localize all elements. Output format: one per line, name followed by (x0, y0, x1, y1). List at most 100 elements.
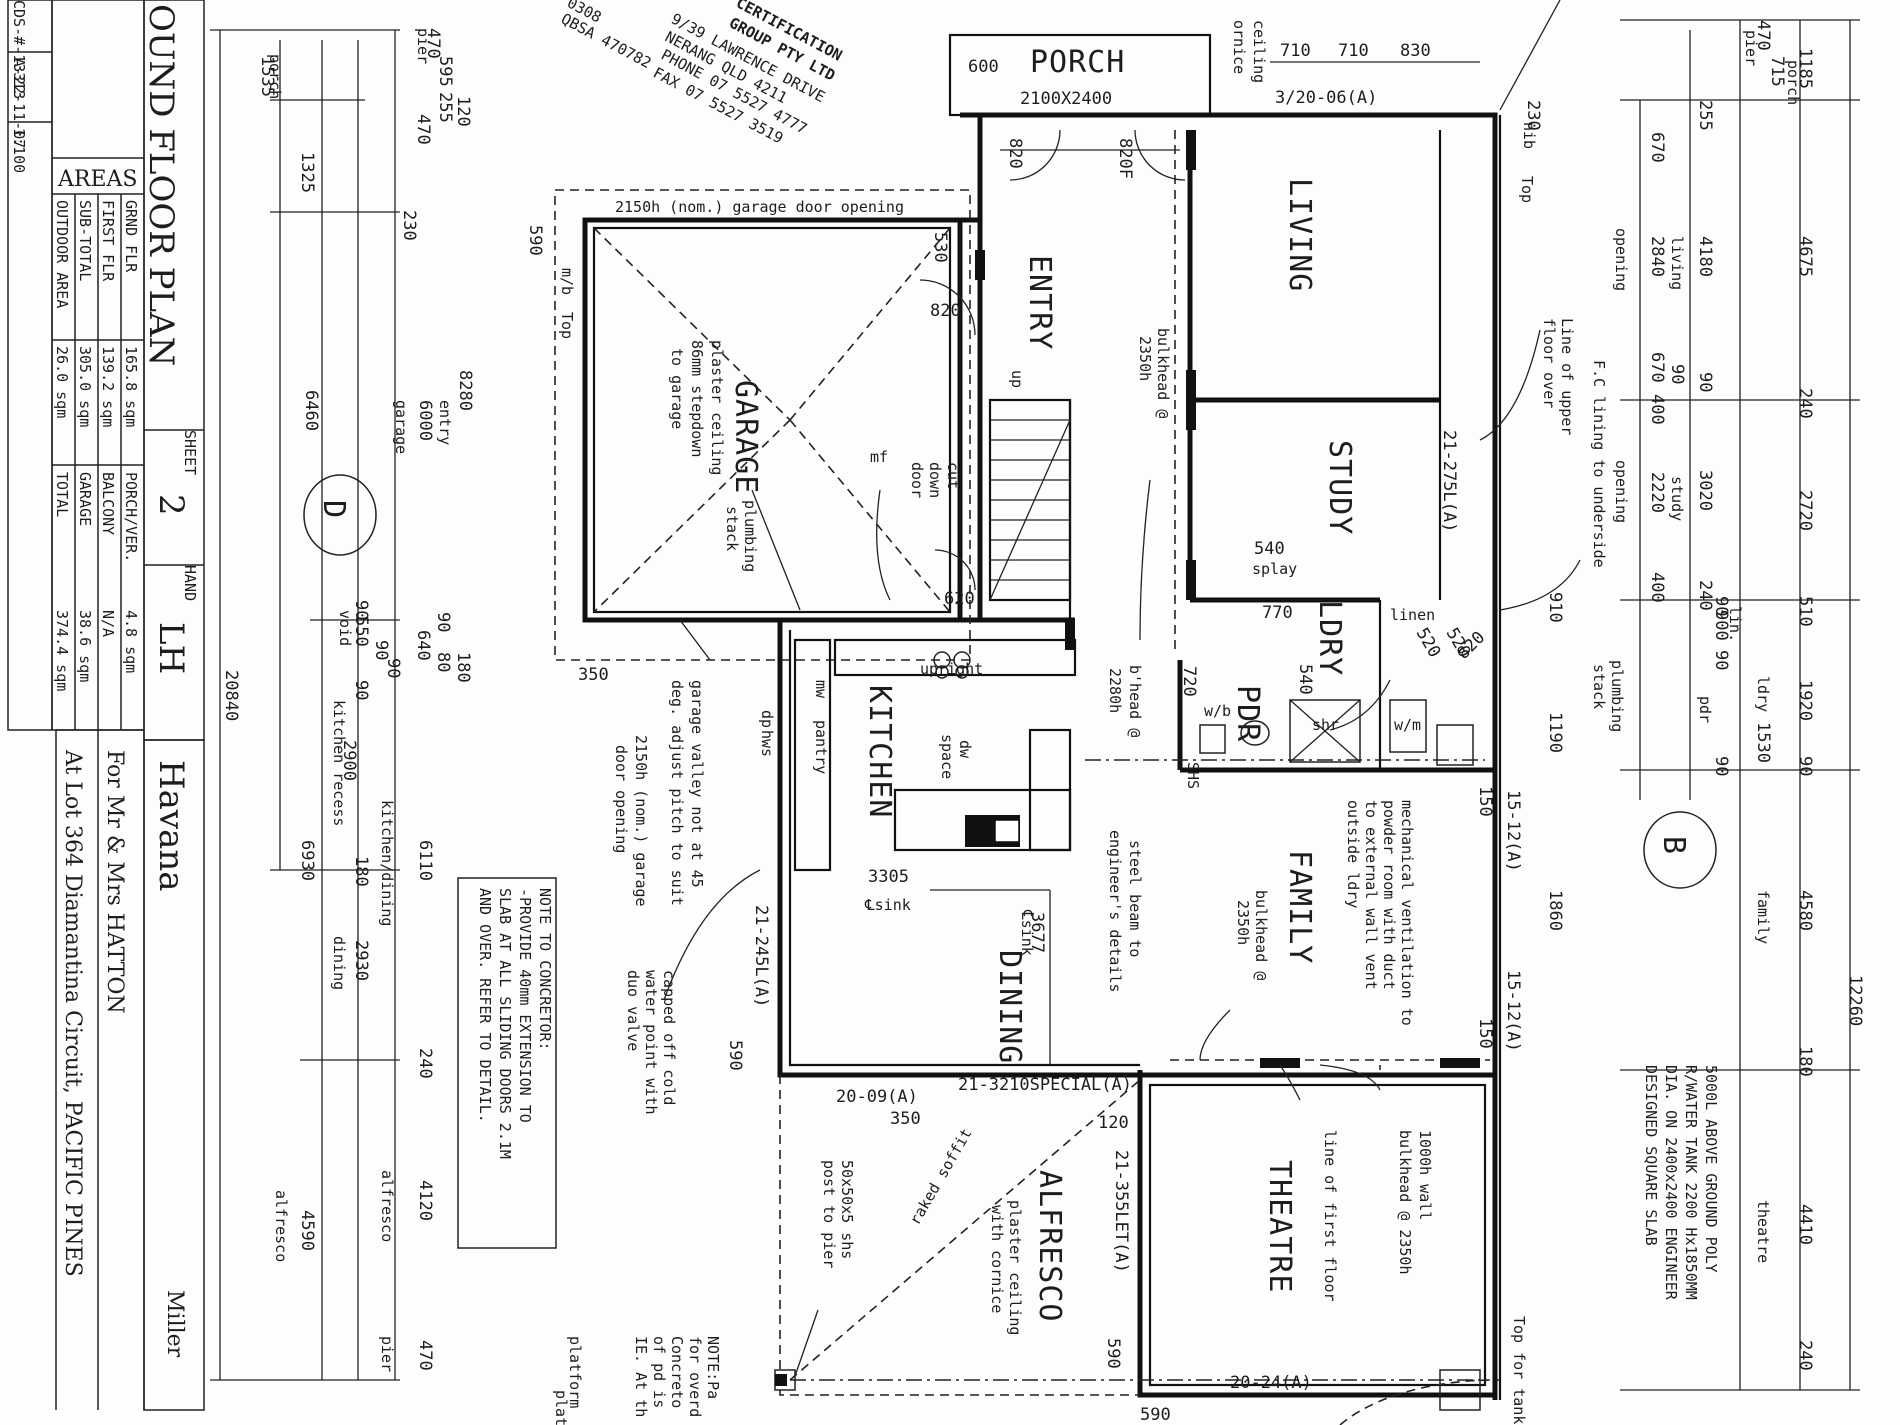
dim-text: alfresco (378, 1170, 396, 1242)
area-label-2: BALCONY (99, 472, 117, 535)
note: deg. adjust pitch to suit (668, 680, 686, 906)
dim-text: pdr (1696, 696, 1714, 723)
dim-text: pier (414, 28, 432, 64)
dim-text: 4675 (1795, 236, 1815, 277)
dim-text: 8280 (455, 370, 475, 411)
note: for overd (686, 1336, 704, 1417)
note: outside ldry (1344, 800, 1362, 908)
dim-text: 590 (725, 1040, 745, 1071)
dim-text: 120 (453, 96, 473, 127)
note: 50x50x5 shs (838, 1160, 856, 1259)
areas-table: GRND FLR 165.8 sqm PORCH/VER. 4.8 sqm FI… (53, 200, 140, 691)
note: NOTE TO CONCRETOR: (536, 888, 554, 1051)
dim-text: dining (330, 936, 348, 990)
dim-text: living (1668, 236, 1686, 290)
note: mw (812, 680, 830, 699)
leader-lines (663, 0, 1581, 1377)
dim-text: 180 (351, 856, 371, 887)
dim-text: 590 (525, 225, 545, 256)
dim-text: 90 (383, 658, 403, 678)
dim-text: 640 (413, 630, 433, 661)
left-dimensions: 1535 porch 1325 120 470 595 255 pier 470… (210, 28, 475, 1381)
note: Top for tank (1510, 1316, 1528, 1424)
note: line of first floor (1321, 1130, 1339, 1302)
internal-dimensions: 710 710 830 600 820 820F 230 530 590 820… (525, 41, 1565, 1425)
note: b'head @ (1126, 665, 1144, 737)
dim-text: kitchen/dining (378, 800, 396, 926)
dim-text: 120 (1098, 1113, 1129, 1133)
dim-text: 90 (351, 600, 371, 620)
dim-text: 4180 (1695, 236, 1715, 277)
area-label: OUTDOOR AREA (53, 200, 71, 308)
right-dimensions: 1185 470 715 pier porch 255 670 opening … (1612, 19, 1865, 1391)
window-codes: 3/20-06(A) 21-275L(A) 15-12(A) 15-12(A) … (751, 88, 1523, 1393)
dim-text: 820 (1005, 138, 1025, 169)
note: of pd is (650, 1336, 668, 1408)
note: 2350h (1136, 336, 1154, 381)
room-theatre: THEATRE (1262, 1160, 1297, 1293)
note: shr (1312, 716, 1339, 734)
client-line: For Mr & Mrs HATTON (102, 750, 127, 1014)
note: dp (758, 710, 776, 728)
dim-text: 600 (968, 57, 999, 77)
note: ℄sink (864, 896, 911, 914)
note: ornice (1230, 20, 1248, 74)
dim-text: 540 (1254, 539, 1285, 559)
area-value: 165.8 sqm (122, 346, 140, 427)
dim-text: 3020 (1695, 470, 1715, 511)
window-code: 3/20-06(A) (1275, 88, 1377, 108)
areas-heading: AREAS (57, 167, 137, 192)
note: floor over (1540, 318, 1558, 408)
dim-text: pier (378, 1336, 396, 1372)
room-living: LIVING (1282, 178, 1317, 292)
note: 2150h (nom.) garage door opening (615, 198, 904, 216)
room-entry: ENTRY (1022, 255, 1057, 350)
dim-text: 6930 (297, 840, 317, 881)
dim-text: 90 (1667, 364, 1687, 384)
dim-text: 150 (1475, 786, 1495, 817)
note: SLAB AT ALL SLIDING DOORS 2.1M (496, 888, 514, 1159)
window-code: 15-12(A) (1503, 970, 1523, 1052)
room-study: STUDY (1322, 440, 1357, 535)
dim-text: 595 (435, 56, 455, 87)
note: R/WATER TANK 2200 Hx1850MM (1682, 1065, 1700, 1300)
dim-text: family (1754, 890, 1772, 944)
note: plumbing (1608, 660, 1626, 732)
dim-text: 350 (578, 665, 609, 685)
site-address: At Lot 364 Diamantina Circuit, PACIFIC P… (60, 749, 85, 1277)
dim-text: 150 (1475, 1018, 1495, 1049)
dim-text: 80 (433, 652, 453, 672)
note: Top (558, 312, 576, 339)
note: DESIGNED SQUARE SLAB (1642, 1065, 1660, 1246)
note: dw (956, 740, 974, 759)
dim-text: 350 (890, 1109, 921, 1129)
note: ceiling (1250, 20, 1268, 83)
dim-text: opening (1612, 228, 1630, 291)
dim-text: entry (436, 400, 454, 445)
note: bulkhead @ (1154, 328, 1172, 418)
dim-text: 6110 (415, 840, 435, 881)
note: platform (566, 1336, 584, 1408)
area-value: 305.0 sqm (76, 346, 94, 427)
area-label-2: GARAGE (76, 472, 94, 526)
dim-text: opening (1612, 460, 1630, 523)
dim-text: 540 (1295, 664, 1315, 695)
window-code: 21-3210SPECIAL(A) (958, 1075, 1132, 1095)
window-code: 21-275L(A) (1439, 430, 1459, 532)
dim-text: 2840 (1647, 236, 1667, 277)
note: hws (758, 730, 776, 757)
note: capped off cold (660, 970, 678, 1105)
drawing-title: OUND FLOOR PLAN (141, 4, 181, 366)
overall-length: 20840 (221, 670, 241, 721)
room-alfresco: ALFRESCO (1032, 1170, 1067, 1323)
dim-text: 510 (1795, 596, 1815, 627)
dim-text: 2900 (339, 740, 359, 781)
dim-text: 90 (1695, 372, 1715, 392)
drawing-scale: 1:100 (10, 128, 28, 173)
dim-text: 230 (1523, 100, 1543, 131)
dim-text: 6460 (301, 390, 321, 431)
note: 1000h wall (1416, 1130, 1434, 1220)
window-code: 20-09(A) (836, 1087, 918, 1107)
dim-text: 520 (1412, 625, 1445, 662)
note: F.C lining to underside (1590, 360, 1608, 568)
